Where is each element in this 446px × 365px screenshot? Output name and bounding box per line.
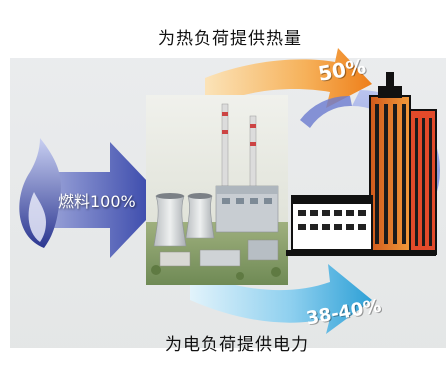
power-supply-label: 为电负荷提供电力 <box>165 335 309 355</box>
flame-icon <box>19 138 62 248</box>
fuel-input-label: 燃料100% <box>58 192 136 211</box>
power-supply-arrow <box>190 264 372 334</box>
heat-supply-arrow <box>205 48 372 108</box>
heat-supply-label: 为热负荷提供热量 <box>158 29 302 49</box>
power-plant-image <box>146 95 288 285</box>
fuel-input-arrow <box>48 142 165 258</box>
city-buildings-image <box>286 72 437 256</box>
